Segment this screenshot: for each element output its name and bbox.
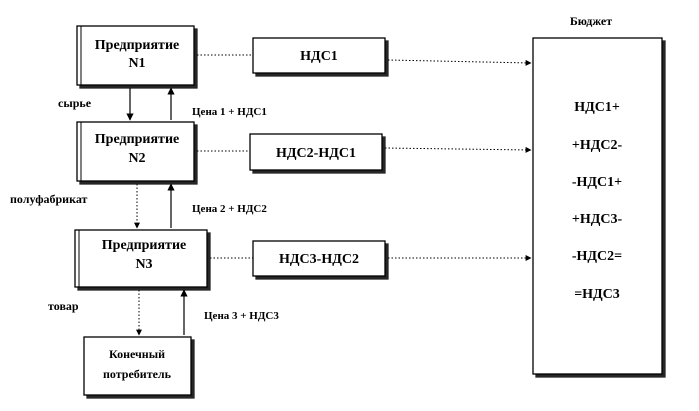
enterprise-n3-label-line2: N3 <box>135 257 152 272</box>
vat-box-1-label: НДС1 <box>300 49 338 64</box>
vat-box-3: НДС3-НДС2 <box>252 240 386 277</box>
enterprise-n2: Предприятие N2 <box>76 121 195 182</box>
enterprise-n1-box <box>76 25 195 86</box>
vat-box-1-rect <box>252 37 386 74</box>
price-label-2: Цена 2 + НДС2 <box>192 203 267 215</box>
vat-box-3-rect <box>252 240 386 277</box>
enterprise-n3-box <box>74 229 208 288</box>
enterprise-n1-label-line2: N1 <box>128 56 145 71</box>
vat-box-1: НДС1 <box>252 37 386 74</box>
vat-box-3-label: НДС3-НДС2 <box>279 252 359 267</box>
enterprise-n2-box <box>76 121 195 182</box>
final-consumer-label-line2: потребитель <box>103 367 172 381</box>
price-label-3: Цена 3 + НДС3 <box>204 310 279 322</box>
budget-line-2: +НДС2- <box>572 138 623 153</box>
enterprise-n3: Предприятие N3 <box>74 229 208 288</box>
enterprise-n3-label-line1: Предприятие <box>102 238 186 253</box>
budget-title: Бюджет <box>570 14 612 28</box>
budget-line-6: =НДС3 <box>574 287 620 302</box>
budget-line-1: НДС1+ <box>574 100 620 115</box>
final-consumer-box <box>83 336 192 396</box>
budget-line-3: -НДС1+ <box>572 175 622 190</box>
enterprise-n1: Предприятие N1 <box>76 25 195 86</box>
final-consumer-label-line1: Конечный <box>109 347 165 361</box>
final-consumer: Конечный потребитель <box>83 336 192 396</box>
flow-label-semi: полуфабрикат <box>10 192 88 206</box>
arrow-vat2-budget <box>384 146 532 153</box>
arrow-vat1-budget <box>387 59 532 66</box>
budget-box <box>532 37 663 375</box>
vat-box-2-rect <box>249 133 383 171</box>
budget-line-4: +НДС3- <box>572 212 623 227</box>
flow-label-raw: сырье <box>58 96 92 110</box>
budget-line-5: -НДС2= <box>572 249 622 264</box>
enterprise-n1-label-line1: Предприятие <box>95 38 179 53</box>
enterprise-n2-label-line2: N2 <box>128 151 145 166</box>
price-label-1: Цена 1 + НДС1 <box>192 106 267 118</box>
vat-box-2-label: НДС2-НДС1 <box>276 146 356 161</box>
budget: Бюджет НДС1+ +НДС2- -НДС1+ +НДС3- -НДС2=… <box>532 14 663 375</box>
flow-label-goods: товар <box>48 299 79 313</box>
enterprise-n2-label-line1: Предприятие <box>95 132 179 147</box>
vat-box-2: НДС2-НДС1 <box>249 133 383 171</box>
